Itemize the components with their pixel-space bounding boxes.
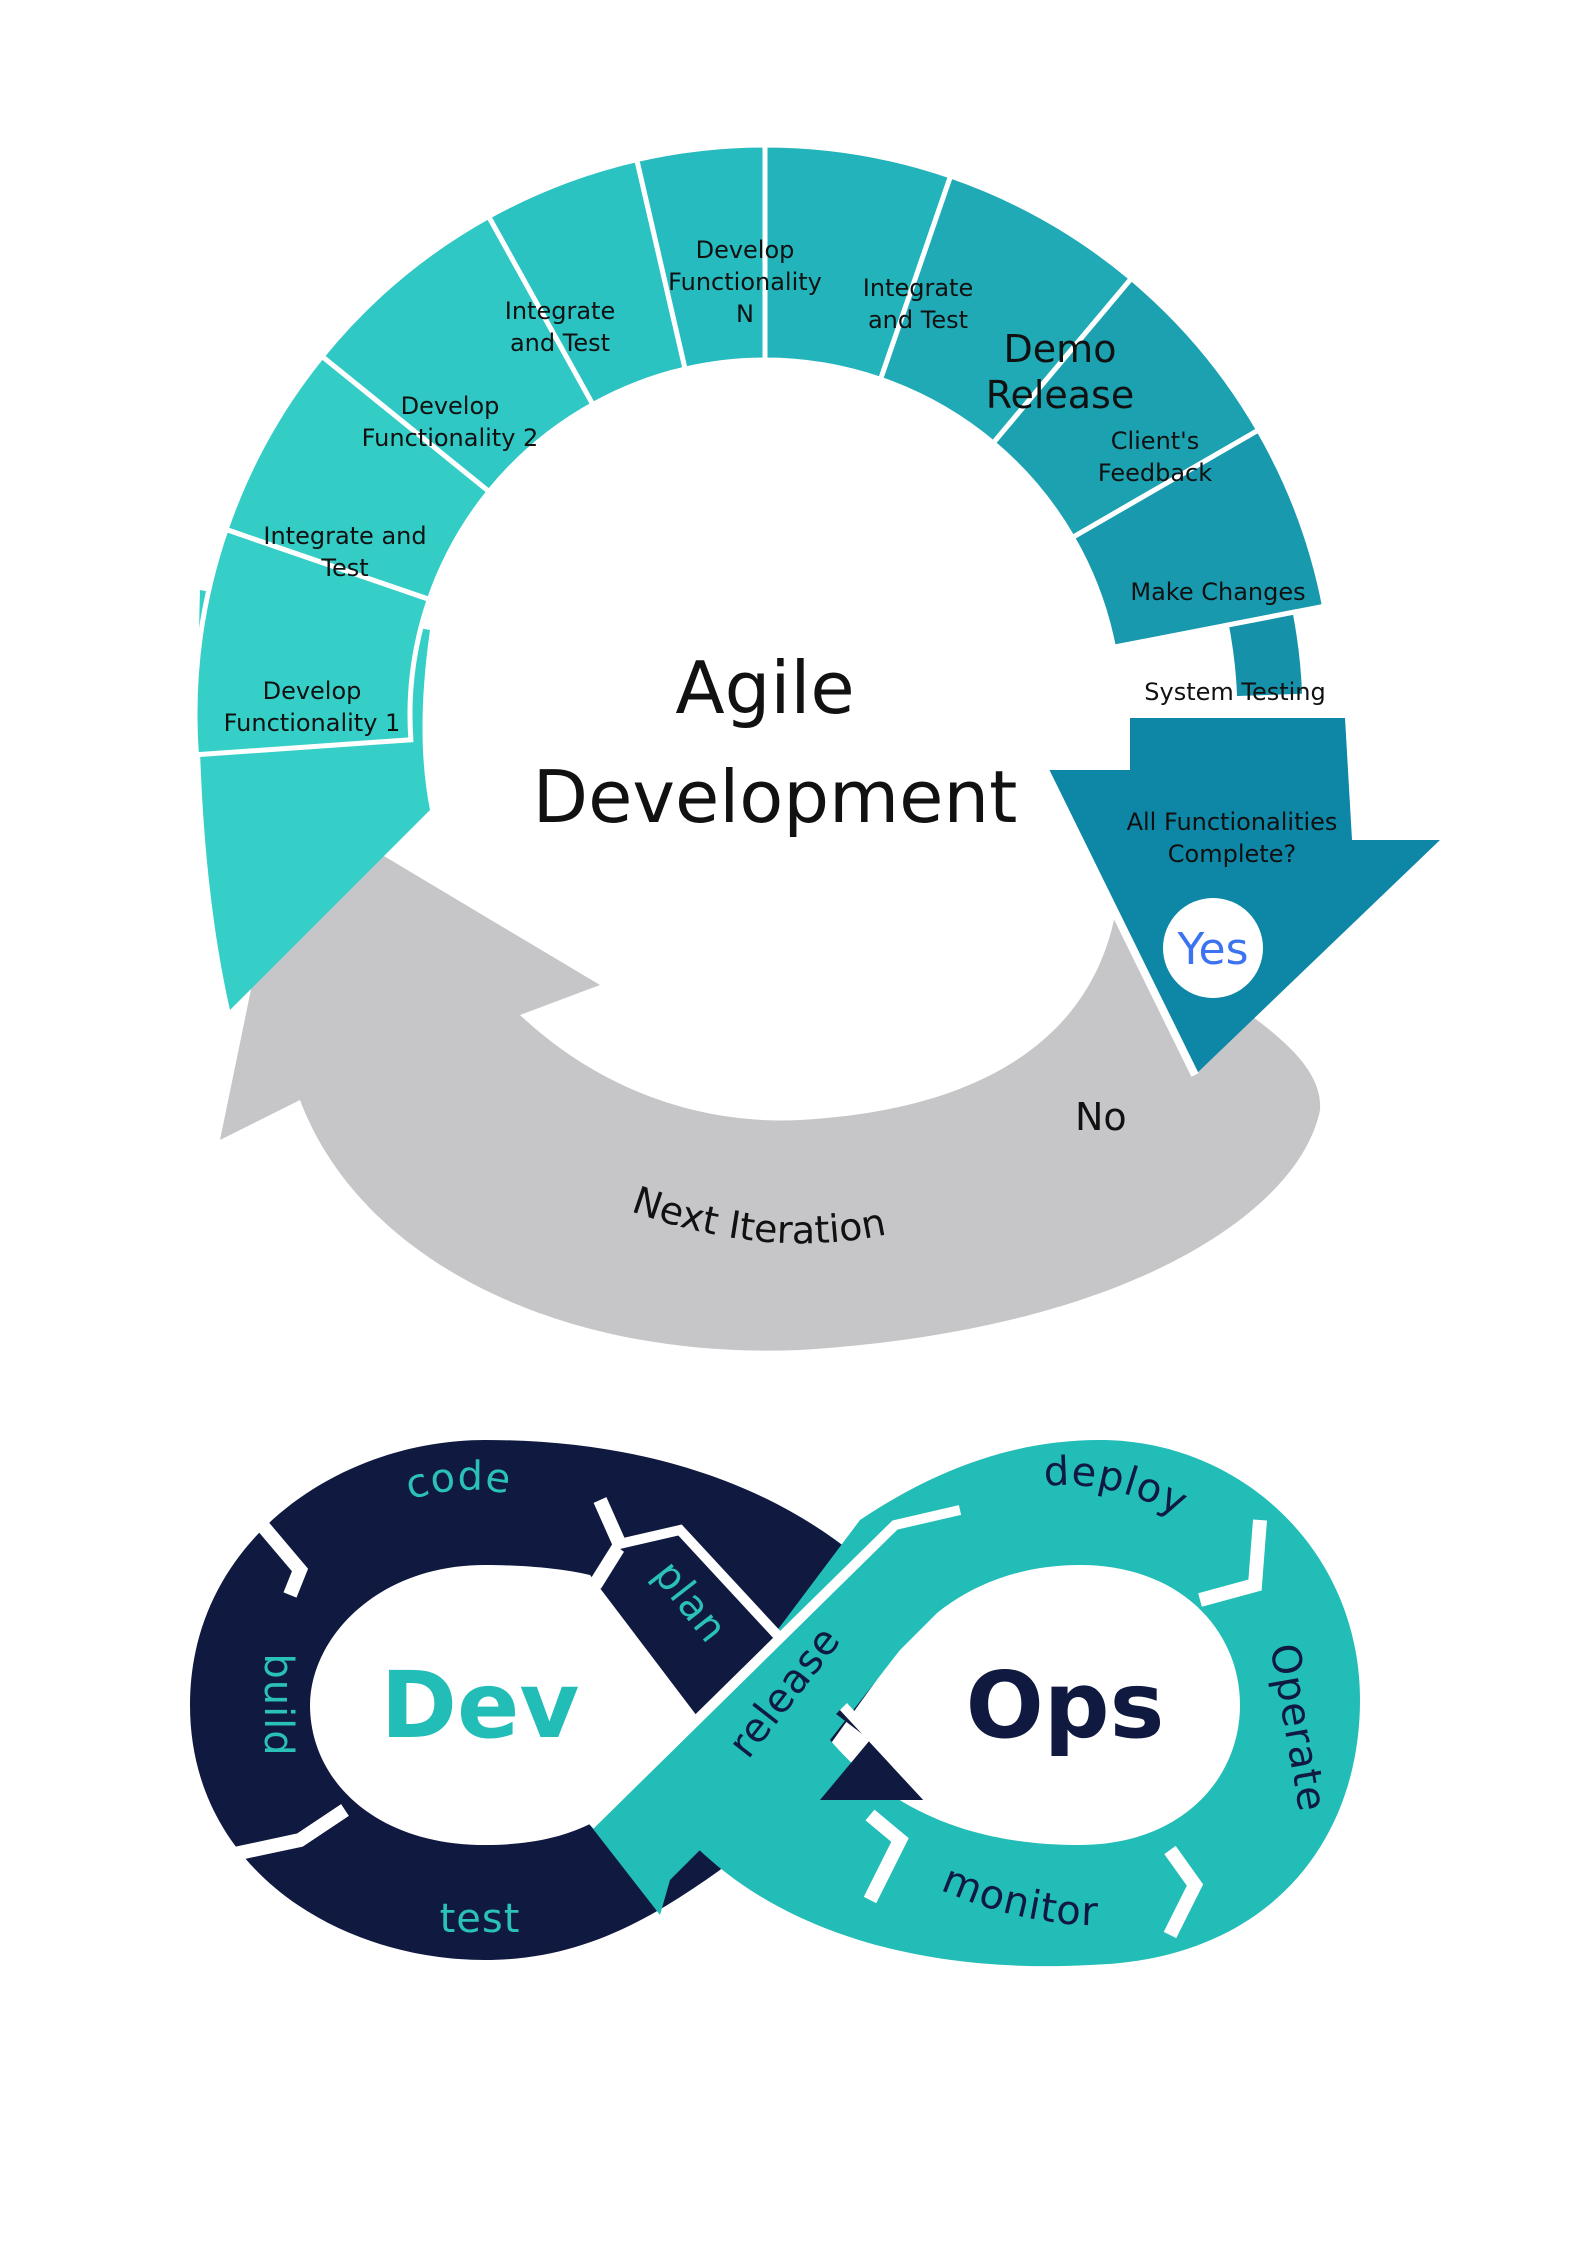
ops-label: Ops: [966, 1652, 1165, 1759]
stage-build-label: build: [255, 1653, 301, 1756]
agile-segment-label: and Test: [510, 329, 610, 357]
ops-loop: [650, 1440, 1360, 1967]
agile-segment: [1223, 609, 1308, 702]
agile-segment-label: Client's: [1111, 427, 1200, 455]
dev-label: Dev: [381, 1652, 580, 1759]
agile-segment-label: Functionality 2: [362, 424, 539, 452]
devops-diagram: Dev Ops code build test plan release dep…: [190, 1440, 1360, 1967]
release-band: [590, 1510, 960, 1915]
agile-segment-label: Integrate: [863, 274, 973, 302]
agile-segment-label: Release: [986, 373, 1134, 417]
agile-segment: [1069, 426, 1328, 651]
agile-segment-label: N: [736, 300, 754, 328]
agile-segment-label: Demo: [1004, 327, 1117, 371]
ops-gap-operate-monitor: [1163, 1845, 1204, 1939]
ops-gap-monitor-release: [863, 1809, 909, 1904]
dev-gap-build-test: [228, 1804, 349, 1862]
agile-segment-label: Feedback: [1098, 459, 1212, 487]
decision-edge: [1041, 768, 1199, 1077]
agile-segment-label: Functionality: [668, 268, 822, 296]
no-label: No: [1075, 1095, 1127, 1139]
dev-gap-build-code: [239, 1500, 309, 1598]
agile-segment-label: Develop: [401, 392, 500, 420]
agile-segment-label: Integrate: [505, 297, 615, 325]
agile-segment-label: Develop: [263, 677, 362, 705]
agile-segment-label: Functionality 1: [224, 709, 401, 737]
agile-segment-label: Integrate and: [263, 522, 426, 550]
ops-ring: [650, 1440, 1360, 1967]
agile-segment-label: Test: [320, 554, 368, 582]
agile-segment-label: Develop: [696, 236, 795, 264]
stage-test-label: test: [440, 1896, 521, 1942]
plan-band-edge: [613, 1524, 934, 1804]
agile-title-line2: Development: [533, 755, 1018, 839]
decision-arrowhead: [1045, 718, 1440, 1075]
agile-segment-label: Make Changes: [1130, 578, 1305, 606]
ops-gap-deploy-operate: [1198, 1519, 1267, 1607]
release-band-edge: [586, 1505, 962, 1829]
next-iteration-arrow: [220, 800, 1321, 1351]
yes-label: Yes: [1176, 924, 1248, 975]
agile-segment-label: and Test: [868, 306, 968, 334]
decision-label-line2: Complete?: [1168, 840, 1296, 868]
agile-segment-label: System Testing: [1144, 678, 1326, 706]
agile-title-line1: Agile: [675, 646, 854, 730]
decision-label-line1: All Functionalities: [1127, 808, 1338, 836]
yes-circle-inner: [1163, 898, 1263, 998]
